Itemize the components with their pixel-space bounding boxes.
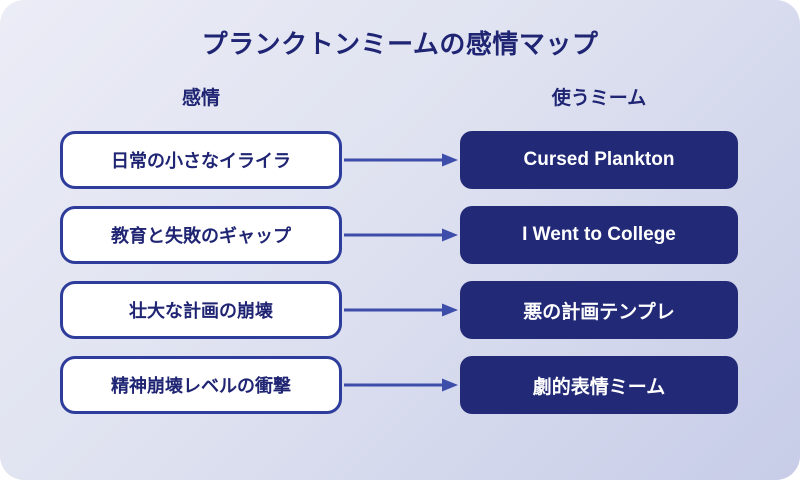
meme-label: I Went to College [522, 224, 676, 245]
emotion-label: 精神崩壊レベルの衝撃 [111, 376, 291, 396]
emotion-box: 精神崩壊レベルの衝撃 [60, 356, 342, 414]
emotion-label: 壮大な計画の崩壊 [129, 301, 273, 321]
meme-box: 劇的表情ミーム [460, 356, 738, 414]
mapping-rows: 日常の小さなイライラ Cursed Plankton 教育と失敗のギャップ [60, 131, 738, 431]
arrow-right-icon [344, 228, 458, 242]
emotion-box: 壮大な計画の崩壊 [60, 281, 342, 339]
arrow [342, 281, 460, 339]
column-headers: 感情 使うミーム [0, 83, 800, 109]
mapping-row: 精神崩壊レベルの衝撃 劇的表情ミーム [60, 356, 738, 414]
emotion-box: 教育と失敗のギャップ [60, 206, 342, 264]
arrow-right-icon [344, 303, 458, 317]
meme-box: Cursed Plankton [460, 131, 738, 189]
mapping-row: 壮大な計画の崩壊 悪の計画テンプレ [60, 281, 738, 339]
meme-label: 劇的表情ミーム [532, 376, 666, 398]
emotion-label: 教育と失敗のギャップ [111, 226, 291, 246]
meme-box: 悪の計画テンプレ [460, 281, 738, 339]
mapping-row: 教育と失敗のギャップ I Went to College [60, 206, 738, 264]
meme-label: 悪の計画テンプレ [523, 301, 675, 323]
meme-label: Cursed Plankton [523, 149, 675, 170]
arrow-right-icon [344, 378, 458, 392]
emotion-label: 日常の小さなイライラ [111, 151, 291, 171]
column-header-emotion: 感情 [181, 88, 220, 109]
arrow [342, 206, 460, 264]
page-title: プランクトンミームの感情マップ [201, 29, 599, 59]
emotion-box: 日常の小さなイライラ [60, 131, 342, 189]
arrow-right-icon [344, 153, 458, 167]
meme-box: I Went to College [460, 206, 738, 264]
column-header-meme: 使うミーム [551, 88, 647, 109]
arrow [342, 356, 460, 414]
mapping-row: 日常の小さなイライラ Cursed Plankton [60, 131, 738, 189]
arrow [342, 131, 460, 189]
